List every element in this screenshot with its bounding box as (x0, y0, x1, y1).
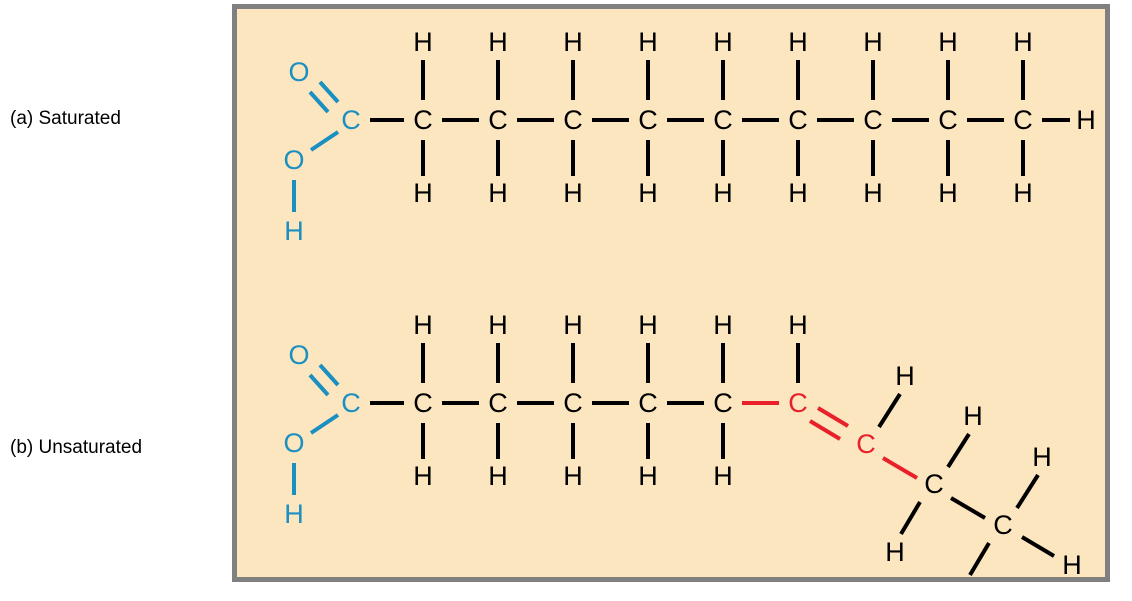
sat-C4: C (638, 105, 658, 135)
sat-C4-H-top: H (638, 27, 658, 57)
sat-H-hydroxyl: H (284, 216, 304, 246)
uns-C9-H-right: H (1062, 550, 1082, 580)
saturated-atom-group: O C O H C H H C H H C H H C H H C H H C H H C H H C H H C H H H (283, 27, 1095, 246)
sat-C3: C (563, 105, 583, 135)
sat-bond-CO-double-b (308, 90, 330, 114)
molecular-structure-diagram: O C O H C H H C H H C H H C H H C H H C H H C H H C H H C H H H O C O H C H H… (283, 27, 1095, 582)
sat-C3-H-bottom: H (563, 178, 583, 208)
sat-C1-H-bottom: H (413, 178, 433, 208)
sat-C9-H-bottom: H (1013, 178, 1033, 208)
sat-C2: C (488, 105, 508, 135)
unsaturated-panel-label: (b) Unsaturated (10, 437, 143, 458)
sat-C6-H-bottom: H (788, 178, 808, 208)
uns-C4: C (638, 388, 658, 418)
uns-C9-H-down: H (954, 578, 974, 582)
uns-bond-C9-Hright (1020, 535, 1056, 558)
uns-C3-H-bottom: H (563, 461, 583, 491)
uns-C5-H-bottom: H (713, 461, 733, 491)
sat-C8-H-top: H (938, 27, 958, 57)
uns-bond-C6-C7-double-b (808, 419, 842, 441)
uns-C1: C (413, 388, 433, 418)
uns-C6-H-top: H (788, 310, 808, 340)
uns-C3: C (563, 388, 583, 418)
sat-C-carboxyl: C (341, 105, 361, 135)
sat-C1: C (413, 105, 433, 135)
sat-C6: C (788, 105, 808, 135)
sat-C2-H-top: H (488, 27, 508, 57)
sat-C3-H-top: H (563, 27, 583, 57)
uns-C4-H-top: H (638, 310, 658, 340)
uns-C8-H-up: H (963, 401, 983, 431)
uns-C6-alkene: C (788, 388, 808, 418)
unsaturated-bond-group (292, 343, 1056, 577)
uns-C-carboxyl: C (341, 388, 361, 418)
uns-C2-H-bottom: H (488, 461, 508, 491)
uns-C8-H-down: H (885, 537, 905, 567)
uns-C5-H-top: H (713, 310, 733, 340)
diagram-panel (232, 4, 1110, 582)
uns-C2-H-top: H (488, 310, 508, 340)
uns-bond-CO-double-a (318, 363, 340, 387)
sat-C5-H-bottom: H (713, 178, 733, 208)
uns-C1-H-top: H (413, 310, 433, 340)
sat-C6-H-top: H (788, 27, 808, 57)
sat-H-terminal: H (1076, 105, 1096, 135)
sat-C2-H-bottom: H (488, 178, 508, 208)
sat-C7-H-bottom: H (863, 178, 883, 208)
sat-C5-H-top: H (713, 27, 733, 57)
sat-C9: C (1013, 105, 1033, 135)
sat-bond-C-OH (309, 130, 340, 152)
uns-C5: C (713, 388, 733, 418)
saturated-bond-group (292, 60, 1070, 212)
sat-C8: C (938, 105, 958, 135)
uns-bond-C8-Hdown (899, 500, 922, 536)
uns-C4-H-bottom: H (638, 461, 658, 491)
sat-bond-CO-double-a (318, 80, 340, 104)
sat-C1-H-top: H (413, 27, 433, 57)
uns-C2: C (488, 388, 508, 418)
sat-C7-H-top: H (863, 27, 883, 57)
uns-H-hydroxyl: H (284, 499, 304, 529)
uns-C3-H-top: H (563, 310, 583, 340)
uns-bond-C7-C8-red (881, 456, 919, 480)
uns-bond-C-OH (309, 413, 340, 435)
sat-C9-H-top: H (1013, 27, 1033, 57)
uns-O-hydroxyl: O (283, 428, 304, 458)
sat-C4-H-bottom: H (638, 178, 658, 208)
saturated-panel-label: (a) Saturated (10, 108, 121, 129)
uns-bond-C6-C7-double-a (816, 406, 850, 428)
uns-C1-H-bottom: H (413, 461, 433, 491)
sat-O-double: O (288, 57, 309, 87)
sat-O-hydroxyl: O (283, 145, 304, 175)
sat-C8-H-bottom: H (938, 178, 958, 208)
unsaturated-atom-group: O C O H C H H C H H C H H C H H C H H C H C H C H H C H H H (283, 310, 1081, 582)
sat-C5: C (713, 105, 733, 135)
sat-C7: C (863, 105, 883, 135)
uns-C9: C (993, 510, 1013, 540)
uns-O-double: O (288, 340, 309, 370)
uns-bond-C9-Hup (1015, 473, 1040, 510)
uns-bond-C7-H (877, 392, 902, 429)
uns-C7-H: H (895, 361, 915, 391)
uns-C7-alkene: C (856, 429, 876, 459)
uns-bond-C8-Hup (946, 432, 971, 469)
uns-C9-H-up: H (1032, 442, 1052, 472)
uns-C8: C (924, 469, 944, 499)
uns-bond-CO-double-b (308, 373, 330, 397)
uns-bond-C9-Hdown (968, 541, 991, 577)
uns-bond-C8-C9 (949, 496, 987, 520)
